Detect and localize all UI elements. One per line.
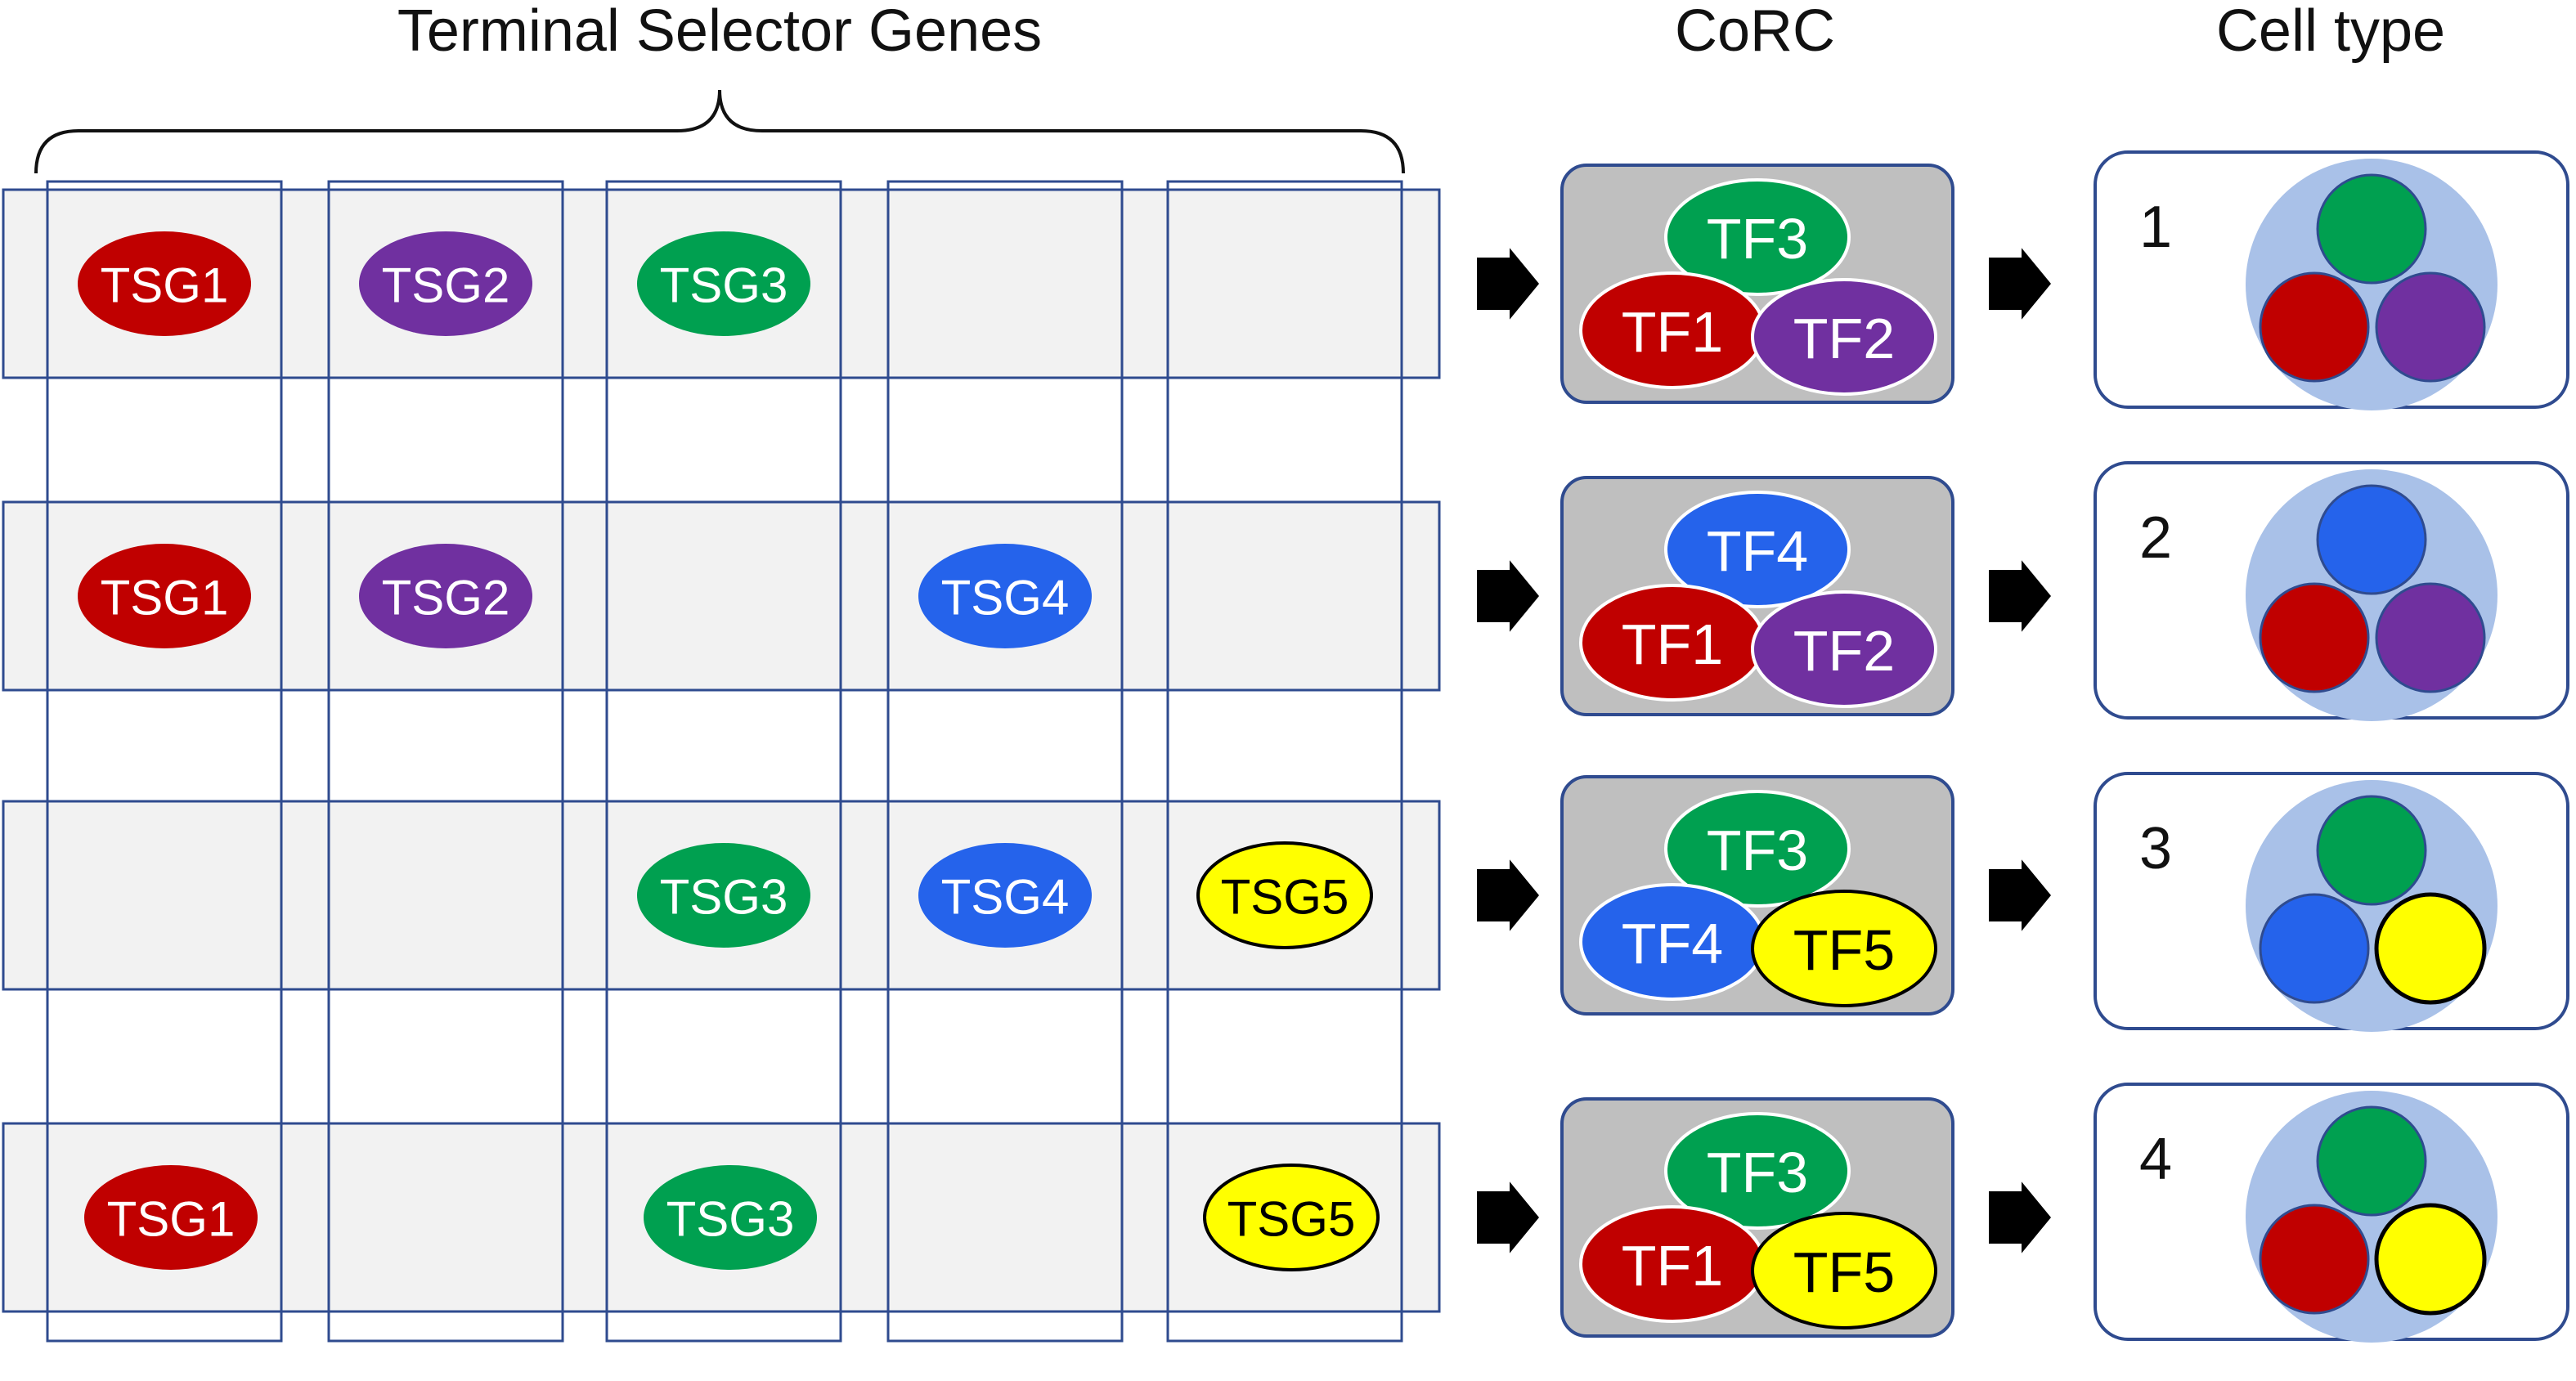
cell-type-number: 2 <box>2139 505 2172 571</box>
tf3-label: TF3 <box>1707 818 1808 882</box>
cell-type-number: 4 <box>2139 1127 2172 1192</box>
green-factor-circle <box>2316 1105 2427 1217</box>
tsg1-ellipse <box>78 544 251 648</box>
tsg2-ellipse <box>359 544 532 648</box>
tsg5-ellipse <box>1196 841 1373 949</box>
blue-factor-circle <box>2316 484 2427 595</box>
tf1-label: TF1 <box>1622 300 1723 364</box>
tsg5-label: TSG5 <box>1221 870 1349 925</box>
tf3-ellipse <box>1664 1112 1851 1230</box>
tf5-label: TF5 <box>1793 918 1895 982</box>
yellow-factor-circle <box>2374 1203 2487 1316</box>
tf2-label: TF2 <box>1793 307 1895 370</box>
header-corc: CoRC <box>1675 0 1835 64</box>
tf4-ellipse <box>1664 491 1851 608</box>
tsg2-ellipse <box>359 231 532 336</box>
tsg2-label: TSG2 <box>382 571 510 625</box>
tf3-label: TF3 <box>1707 207 1808 271</box>
tf2-label: TF2 <box>1793 619 1895 683</box>
tf3-label: TF3 <box>1707 1141 1808 1204</box>
gene-group-brace <box>34 89 1405 174</box>
green-factor-circle <box>2316 795 2427 906</box>
tsg3-label: TSG3 <box>660 258 788 313</box>
red-factor-circle <box>2259 271 2370 383</box>
tsg1-label: TSG1 <box>101 258 229 313</box>
tf2-ellipse <box>1751 278 1937 396</box>
blue-factor-circle <box>2259 893 2370 1004</box>
tsg3-ellipse <box>637 231 810 336</box>
tf1-label: TF1 <box>1622 1234 1723 1298</box>
red-factor-circle <box>2259 1204 2370 1315</box>
arrow-to-corc <box>1477 1181 1539 1253</box>
tsg4-label: TSG4 <box>941 870 1070 925</box>
tf4-label: TF4 <box>1707 519 1808 583</box>
tf2-ellipse <box>1751 590 1937 708</box>
tf5-label: TF5 <box>1793 1240 1895 1304</box>
cell-type-number: 1 <box>2139 195 2172 260</box>
tsg4-ellipse <box>918 544 1092 648</box>
yellow-factor-circle <box>2374 892 2487 1005</box>
tsg4-label: TSG4 <box>941 571 1070 625</box>
tf3-ellipse <box>1664 790 1851 908</box>
purple-factor-circle <box>2375 582 2486 693</box>
gene-column-2 <box>327 180 564 1343</box>
tsg3-label: TSG3 <box>660 870 788 925</box>
tsg5-ellipse <box>1203 1164 1380 1271</box>
tsg1-ellipse <box>84 1165 258 1270</box>
arrow-to-corc <box>1477 859 1539 931</box>
tsg5-label: TSG5 <box>1227 1192 1356 1247</box>
arrow-to-cell <box>1989 859 2051 931</box>
green-factor-circle <box>2316 173 2427 285</box>
arrow-to-corc <box>1477 248 1539 320</box>
tf1-label: TF1 <box>1622 612 1723 676</box>
tsg2-label: TSG2 <box>382 258 510 313</box>
arrow-to-cell <box>1989 560 2051 632</box>
tf5-ellipse <box>1751 890 1937 1007</box>
tsg1-label: TSG1 <box>101 571 229 625</box>
gene-column-3 <box>605 180 842 1343</box>
tf4-label: TF4 <box>1622 912 1723 975</box>
tf3-ellipse <box>1664 178 1851 296</box>
tsg3-ellipse <box>644 1165 817 1270</box>
tf5-ellipse <box>1751 1212 1937 1329</box>
arrow-to-cell <box>1989 1181 2051 1253</box>
tsg1-label: TSG1 <box>107 1192 236 1247</box>
header-terminal-selector-genes: Terminal Selector Genes <box>397 0 1042 64</box>
arrow-to-corc <box>1477 560 1539 632</box>
tsg3-ellipse <box>637 843 810 948</box>
tsg4-ellipse <box>918 843 1092 948</box>
cell-type-number: 3 <box>2139 816 2172 881</box>
gene-column-5 <box>1166 180 1403 1343</box>
gene-column-1 <box>46 180 283 1343</box>
purple-factor-circle <box>2375 271 2486 383</box>
arrow-to-cell <box>1989 248 2051 320</box>
header-cell-type: Cell type <box>2216 0 2445 64</box>
gene-column-4 <box>886 180 1124 1343</box>
tsg1-ellipse <box>78 231 251 336</box>
tsg3-label: TSG3 <box>666 1192 795 1247</box>
red-factor-circle <box>2259 582 2370 693</box>
